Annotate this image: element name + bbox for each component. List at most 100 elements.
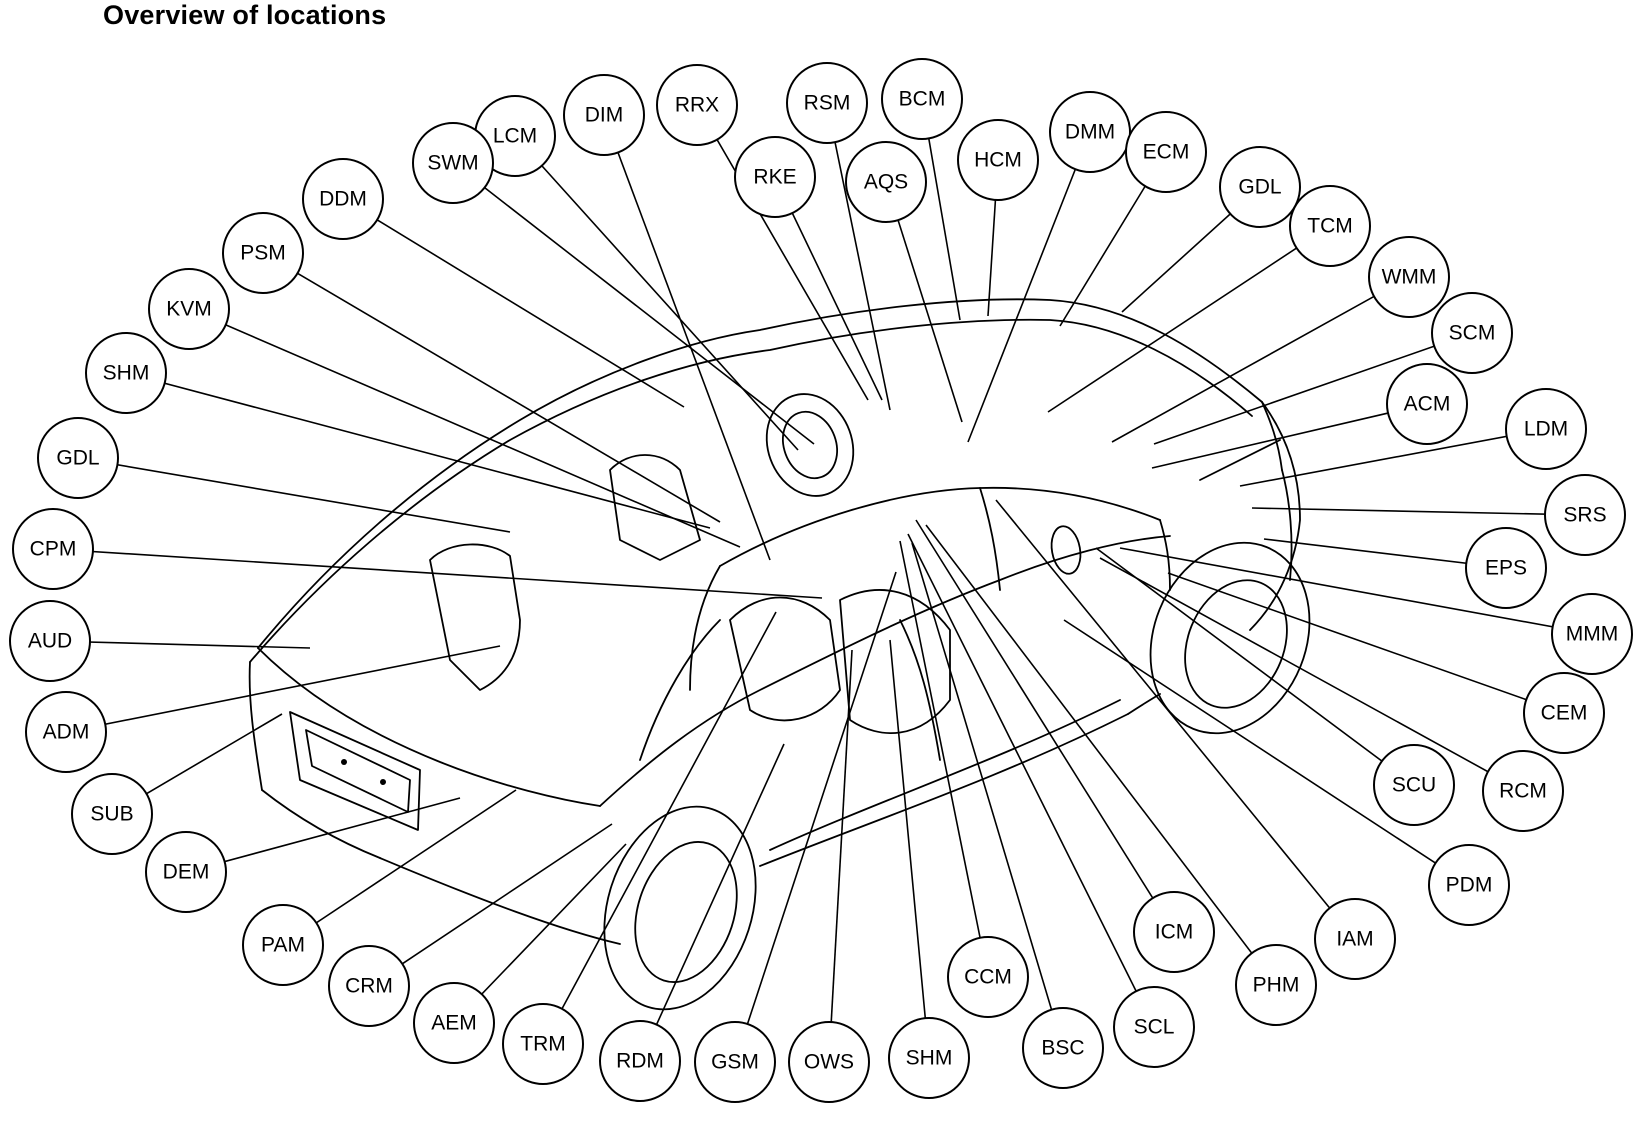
leader-line-scl [907,533,1155,1028]
module-bubble-adm: ADM [25,691,107,773]
module-label: DMM [1065,121,1115,144]
leader-lines [49,98,1593,1063]
module-circle [302,158,384,240]
module-bubble-bcm: BCM [881,58,963,140]
module-label: SCU [1392,774,1436,797]
module-label: CPM [30,538,77,561]
module-label: HCM [974,149,1022,172]
leader-line-rrx [696,104,869,401]
leader-line-rsm [826,102,891,411]
module-circle [1368,236,1450,318]
module-circle [1386,363,1468,445]
module-circle [1505,388,1587,470]
module-bubble-rsm: RSM [786,62,868,144]
module-label: IAM [1336,928,1373,951]
module-label: AUD [28,630,72,653]
module-bubble-gdl: GDL [1219,146,1301,228]
module-circle [888,1017,970,1099]
module-circle [25,691,107,773]
module-bubble-tcm: TCM [1289,185,1371,267]
module-bubble-iam: IAM [1314,898,1396,980]
leader-line-dem [185,797,461,873]
module-bubble-eps: EPS [1465,527,1547,609]
module-bubble-srs: SRS [1544,474,1626,556]
leader-line-phm [925,524,1277,986]
leader-line-psm [262,252,721,523]
module-bubble-bsc: BSC [1022,1007,1104,1089]
module-circle [786,62,868,144]
module-bubble-phm: PHM [1235,944,1317,1026]
leader-line-dim [603,114,771,561]
module-circle [1235,944,1317,1026]
module-circle [1049,91,1131,173]
module-bubble-crm: CRM [328,945,410,1027]
module-circle [563,74,645,156]
module-circle [656,64,738,146]
module-bubble-ccm: CCM [947,936,1029,1018]
module-bubble-trm: TRM [502,1003,584,1085]
module-label: LDM [1524,418,1568,441]
leader-line-trm [542,611,777,1045]
module-label: ADM [43,721,90,744]
module-bubble-dim: DIM [563,74,645,156]
module-bubble-dem: DEM [145,831,227,913]
module-label: RSM [804,92,851,115]
leader-line-lcm [514,135,799,451]
leader-line-pam [282,789,517,946]
module-bubble-gsm: GSM [694,1021,776,1103]
module-bubble-rcm: RCM [1482,750,1564,832]
module-label: LCM [493,125,537,148]
module-label: DIM [585,104,624,127]
module-circle [1133,891,1215,973]
module-circle [1428,844,1510,926]
module-label: SRS [1563,504,1606,527]
module-circle [1482,750,1564,832]
module-label: AQS [864,171,908,194]
module-label: CEM [1541,702,1588,725]
module-label: SWM [427,152,478,175]
module-circle [1289,185,1371,267]
module-circle [12,508,94,590]
leader-line-iam [995,499,1356,940]
module-bubble-cpm: CPM [12,508,94,590]
module-bubble-scl: SCL [1113,986,1195,1068]
module-bubble-aqs: AQS [845,141,927,223]
module-circle [694,1021,776,1103]
module-label: BCM [899,88,946,111]
module-bubble-ows: OWS [788,1021,870,1103]
leader-line-scu [1095,547,1415,786]
leader-line-shm [889,639,930,1059]
module-label: RKE [753,166,796,189]
module-circle [1219,146,1301,228]
leader-line-kvm [188,308,741,548]
module-bubble-psm: PSM [222,212,304,294]
leader-line-crm [368,823,613,987]
leader-line-rke [774,176,883,401]
module-label: EPS [1485,557,1527,580]
module-label: CRM [345,975,393,998]
leader-line-ows [828,649,853,1063]
module-circle [85,332,167,414]
module-bubble-dmm: DMM [1049,91,1131,173]
module-label: ICM [1155,921,1194,944]
leader-line-ldm [1239,428,1547,487]
module-label: SCM [1449,322,1496,345]
leader-line-acm [1151,403,1428,469]
module-circle [9,600,91,682]
leader-line-pdm [1063,619,1470,886]
module-bubble-shm: SHM [85,332,167,414]
leader-line-aud [49,640,311,649]
leader-line-shm [125,372,711,529]
module-label: PAM [261,934,305,957]
leader-line-rcm [1099,557,1524,792]
leader-line-ddm [342,198,685,408]
module-bubble-mmm: MMM [1551,593,1633,675]
module-circle [1022,1007,1104,1089]
module-bubble-ldm: LDM [1505,388,1587,470]
module-bubble-aud: AUD [9,600,91,682]
module-bubble-scm: SCM [1431,292,1513,374]
leader-line-icm [915,519,1175,933]
module-circle [1551,593,1633,675]
module-bubble-pdm: PDM [1428,844,1510,926]
